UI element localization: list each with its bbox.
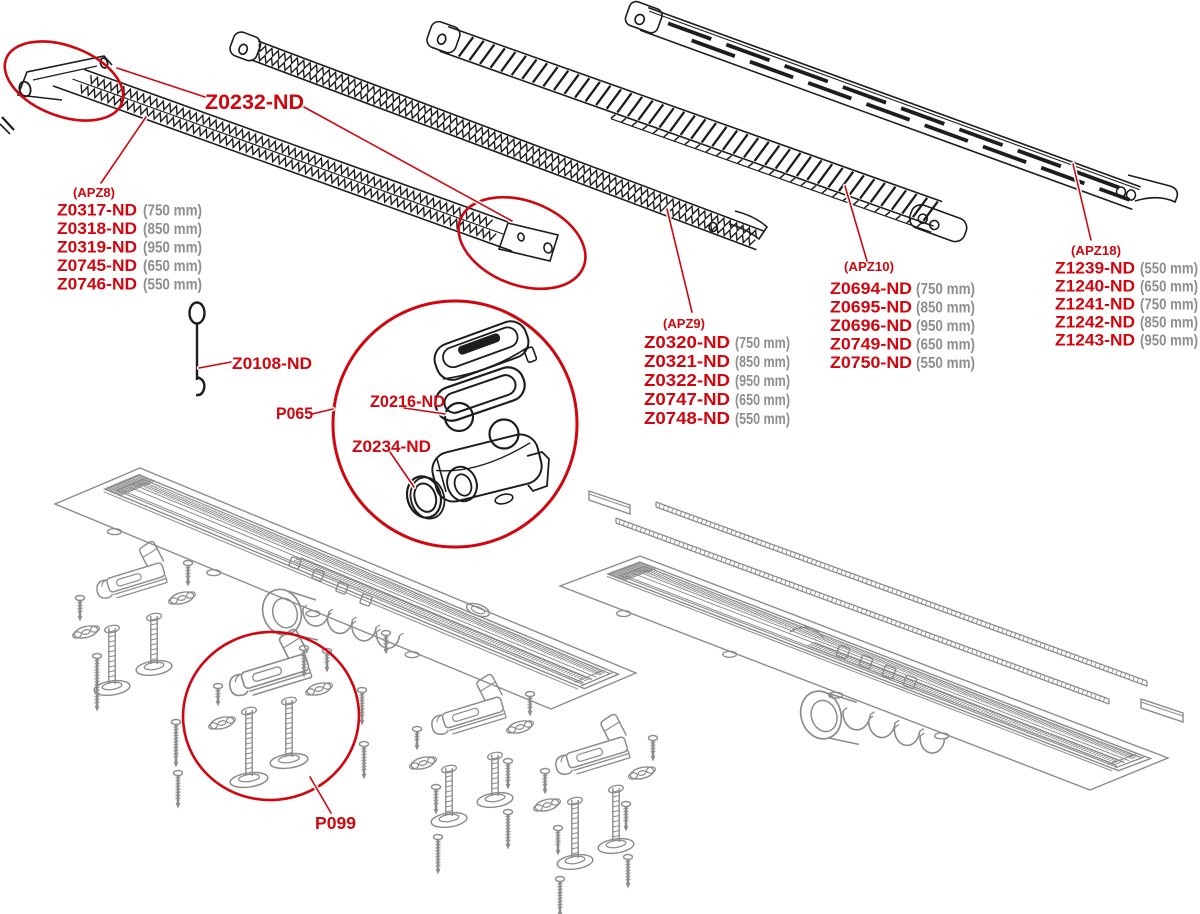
svg-text:(950 mm): (950 mm) xyxy=(916,318,975,335)
svg-text:Z0748-ND: Z0748-ND xyxy=(644,408,730,428)
svg-text:Z0749-ND: Z0749-ND xyxy=(830,335,912,354)
svg-text:(550 mm): (550 mm) xyxy=(1140,261,1198,278)
svg-text:Z0319-ND: Z0319-ND xyxy=(57,239,137,257)
svg-text:(650 mm): (650 mm) xyxy=(916,337,975,354)
svg-text:P065: P065 xyxy=(276,404,313,423)
svg-text:(750 mm): (750 mm) xyxy=(916,281,975,298)
svg-text:(850 mm): (850 mm) xyxy=(916,300,975,317)
svg-text:Z0108-ND: Z0108-ND xyxy=(232,354,312,373)
svg-text:(850 mm): (850 mm) xyxy=(735,354,790,371)
svg-text:(550 mm): (550 mm) xyxy=(143,277,202,294)
svg-text:Z0747-ND: Z0747-ND xyxy=(644,389,730,409)
svg-text:Z0322-ND: Z0322-ND xyxy=(644,370,730,390)
svg-text:(APZ9): (APZ9) xyxy=(663,317,705,331)
svg-text:Z0746-ND: Z0746-ND xyxy=(57,276,137,294)
svg-text:(850 mm): (850 mm) xyxy=(143,221,202,238)
svg-text:Z0694-ND: Z0694-ND xyxy=(830,279,912,298)
svg-text:Z1241-ND: Z1241-ND xyxy=(1055,295,1135,314)
svg-text:Z1243-ND: Z1243-ND xyxy=(1055,331,1135,350)
svg-text:(750 mm): (750 mm) xyxy=(735,335,790,352)
svg-text:Z0745-ND: Z0745-ND xyxy=(57,257,137,275)
svg-text:Z0750-ND: Z0750-ND xyxy=(830,353,912,372)
svg-text:(APZ10): (APZ10) xyxy=(844,260,894,274)
svg-text:(950 mm): (950 mm) xyxy=(735,373,790,390)
svg-text:(650 mm): (650 mm) xyxy=(735,392,790,409)
svg-text:Z1240-ND: Z1240-ND xyxy=(1055,277,1135,296)
svg-text:(550 mm): (550 mm) xyxy=(916,355,975,372)
svg-text:(850 mm): (850 mm) xyxy=(1140,315,1198,332)
svg-text:Z0234-ND: Z0234-ND xyxy=(352,437,431,456)
svg-text:Z0317-ND: Z0317-ND xyxy=(57,202,137,220)
svg-text:P099: P099 xyxy=(315,813,356,833)
svg-text:(APZ18): (APZ18) xyxy=(1071,244,1121,258)
svg-text:Z0216-ND: Z0216-ND xyxy=(370,392,445,411)
svg-text:(650 mm): (650 mm) xyxy=(1140,279,1198,296)
svg-text:Z0318-ND: Z0318-ND xyxy=(57,220,137,238)
svg-text:Z1242-ND: Z1242-ND xyxy=(1055,313,1135,332)
svg-text:(750 mm): (750 mm) xyxy=(143,203,202,220)
svg-text:Z1239-ND: Z1239-ND xyxy=(1055,259,1135,278)
svg-text:Z0321-ND: Z0321-ND xyxy=(644,351,730,371)
svg-text:Z0232-ND: Z0232-ND xyxy=(205,91,304,114)
svg-text:(950 mm): (950 mm) xyxy=(1140,333,1198,350)
svg-text:Z0696-ND: Z0696-ND xyxy=(830,316,912,335)
svg-text:(550 mm): (550 mm) xyxy=(735,411,790,428)
svg-text:(650 mm): (650 mm) xyxy=(143,258,202,275)
svg-text:(APZ8): (APZ8) xyxy=(73,186,115,200)
svg-text:Z0320-ND: Z0320-ND xyxy=(644,332,730,352)
svg-text:Z0695-ND: Z0695-ND xyxy=(830,298,912,317)
svg-text:(750 mm): (750 mm) xyxy=(1140,297,1198,314)
svg-text:(950 mm): (950 mm) xyxy=(143,240,202,257)
